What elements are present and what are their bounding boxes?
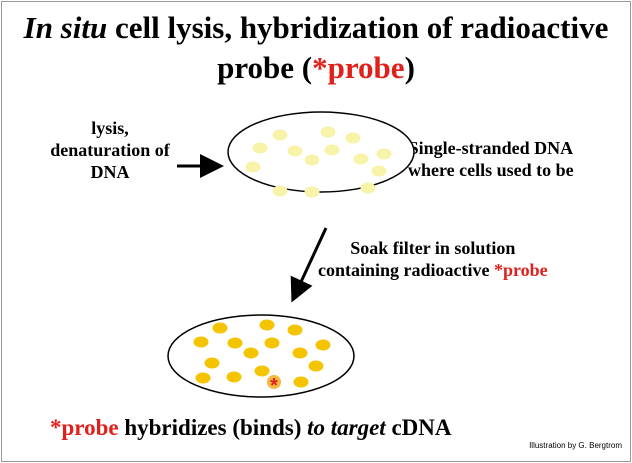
dna-spot: [259, 319, 275, 331]
dna-spot: [287, 145, 303, 157]
dna-spot: [243, 347, 259, 359]
dna-spot: [264, 337, 280, 349]
soak-line2: containing radioactive: [318, 260, 494, 280]
ssdna-line1: Single-stranded DNA: [408, 138, 574, 158]
dna-spot: [193, 336, 209, 348]
dna-spot: [308, 360, 324, 372]
dna-spot: [195, 372, 211, 384]
caption-probe: *probe: [50, 415, 119, 440]
gold-dots: [193, 319, 331, 388]
dna-spot: [254, 365, 270, 377]
dna-spot: [293, 376, 309, 388]
lysis-label: lysis, denaturation of DNA: [50, 117, 170, 183]
title-close: ): [404, 50, 415, 85]
caption-end: cDNA: [385, 415, 452, 440]
credit: Illustration by G. Bergtrom: [529, 441, 622, 450]
dna-spot: [204, 357, 220, 369]
dna-spot: [320, 126, 336, 138]
dna-spot: [226, 371, 242, 383]
lysis-line1: lysis,: [91, 118, 129, 138]
title-italic: In situ: [23, 10, 108, 45]
dna-spot: [324, 144, 340, 156]
dna-spot: [272, 185, 288, 197]
soak-label: Soak filter in solution containing radio…: [318, 237, 548, 281]
soak-probe: *probe: [494, 260, 548, 280]
caption-italic: to target: [307, 415, 386, 440]
soak-line1: Soak filter in solution: [350, 238, 516, 258]
dna-spot: [287, 324, 303, 336]
dna-spot: [272, 129, 288, 141]
filter-after: [167, 314, 355, 398]
dna-spot: [245, 161, 261, 173]
dna-spot: [376, 148, 392, 160]
pale-dots: [245, 126, 392, 198]
dna-spot: [360, 182, 376, 194]
dna-spot: [212, 322, 228, 334]
title-probe: *probe: [312, 50, 405, 85]
dna-spot: [371, 165, 387, 177]
lysis-line2: denaturation of: [50, 140, 170, 160]
dna-spot: [304, 186, 320, 198]
down-arrow: [290, 227, 328, 303]
dna-spot: [345, 132, 361, 144]
dna-spot: [292, 347, 308, 359]
probe-dot: [267, 375, 281, 389]
dna-spot: [227, 337, 243, 349]
dna-spot: [353, 153, 369, 165]
lysis-line3: DNA: [90, 162, 130, 182]
title-line2: probe (: [217, 50, 313, 85]
ssdna-line2: where cells used to be: [408, 160, 574, 180]
title-line1: cell lysis, hybridization of radioactive: [107, 10, 609, 45]
bottom-caption: *probe hybridizes (binds) to target cDNA: [50, 415, 452, 441]
dna-spot: [315, 339, 331, 351]
ssdna-label: Single-stranded DNA where cells used to …: [408, 137, 574, 181]
dna-spot: [252, 142, 268, 154]
slide-title: In situ cell lysis, hybridization of rad…: [0, 8, 632, 88]
caption-mid: hybridizes (binds): [118, 415, 308, 440]
probe-asterisk-icon: *: [270, 375, 278, 397]
dna-spot: [304, 154, 320, 166]
